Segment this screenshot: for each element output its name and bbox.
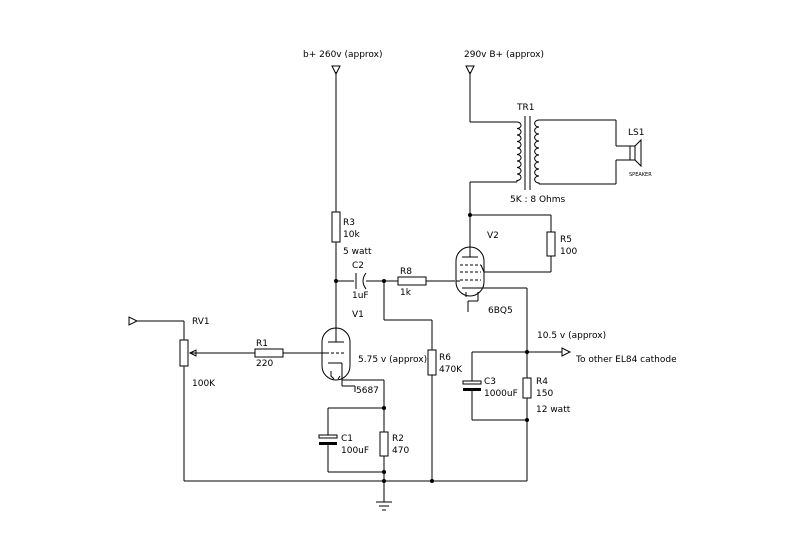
junction [382,279,386,283]
r3-value: 10k [343,230,360,240]
junction [468,213,472,217]
rv1-ref: RV1 [192,317,210,327]
v1-ref: V1 [352,310,364,320]
c1-value: 100uF [341,446,369,456]
resistor-r5: R5 100 [546,231,577,257]
capacitor-c3: C3 1000uF [462,377,518,399]
ls1-ref: LS1 [628,128,644,138]
v1-type: 5687 [356,386,379,396]
tr1-ref: TR1 [516,103,534,113]
r2-value: 470 [392,446,409,456]
r2-ref: R2 [392,434,404,444]
r3-ref: R3 [343,218,355,228]
c1-ref: C1 [341,434,353,444]
b-plus-260v-label: b+ 260v (approx) [303,50,383,60]
resistor-r3: R3 10k 5 watt [331,211,372,257]
input-terminal [128,316,139,326]
v2-cathode-voltage: 10.5 v (approx) [537,331,606,341]
r4-rating: 12 watt [536,405,571,415]
speaker-ls1: LS1 SPEAKER [628,128,652,178]
vacuum-tube-v1: V1 5687 [321,310,379,396]
junction [382,406,386,410]
r8-value: 1k [400,288,412,298]
v2-type: 6BQ5 [488,306,513,316]
capacitor-c2: C2 1uF [352,261,369,301]
resistor-r4: R4 150 12 watt [522,377,571,415]
c3-value: 1000uF [484,389,518,399]
r6-ref: R6 [439,353,451,363]
resistor-r1: R1 220 [254,339,284,369]
speaker-label: SPEAKER [629,172,652,178]
v2-ref: V2 [487,231,499,241]
power-terminal-260v: b+ 260v (approx) [303,50,383,76]
resistor-r8: R8 1k [397,267,427,298]
r5-value: 100 [560,247,577,257]
junction [525,350,529,354]
output-note-label: To other EL84 cathode [575,355,677,365]
v1-cathode-voltage: 5.75 v (approx) [358,355,427,365]
vacuum-tube-v2: V2 6BQ5 [455,231,513,316]
power-terminal-290v: 290v B+ (approx) [464,50,544,76]
rv1-value: 100K [192,379,216,389]
r1-ref: R1 [256,339,268,349]
junction [525,418,529,422]
output-terminal: To other EL84 cathode [561,347,677,365]
c2-ref: C2 [352,261,364,271]
r8-ref: R8 [400,267,412,277]
potentiometer-rv1: RV1 100K [179,317,216,389]
junction-dots [334,213,529,483]
junction [382,479,386,483]
capacitor-c1: C1 100uF [318,434,369,456]
resistor-r6: R6 470K [427,349,463,376]
ground-symbol [376,501,392,511]
junction [334,279,338,283]
resistor-r2: R2 470 [379,431,409,457]
transformer-tr1: TR1 5K : 8 Ohms [510,103,566,205]
b-plus-290v-label: 290v B+ (approx) [464,50,544,60]
wires [136,72,630,502]
r4-ref: R4 [536,377,548,387]
junction [382,470,386,474]
r5-ref: R5 [560,235,572,245]
r1-value: 220 [256,359,273,369]
r4-value: 150 [536,389,553,399]
c2-value: 1uF [352,291,369,301]
r3-rating: 5 watt [343,247,372,257]
tr1-ratio: 5K : 8 Ohms [510,195,566,205]
junction [430,479,434,483]
c3-ref: C3 [484,377,496,387]
r6-value: 470K [439,365,463,375]
